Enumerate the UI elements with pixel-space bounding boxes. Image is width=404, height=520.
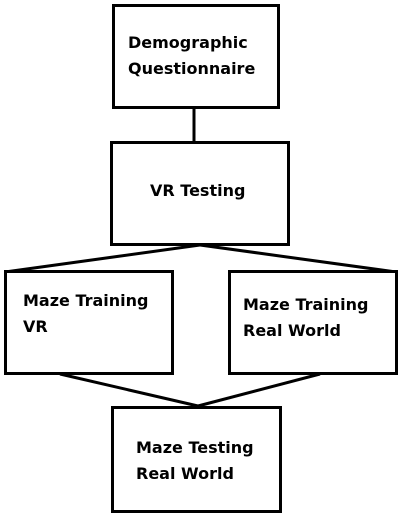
node-maze-training-real-world: Maze Training Real World — [228, 270, 398, 375]
node-maze-testing-real-world: Maze Testing Real World — [111, 406, 282, 513]
node-label: VR Testing — [150, 178, 245, 204]
label-line: VR — [23, 317, 48, 336]
node-vr-testing: VR Testing — [110, 141, 290, 246]
node-label: Maze Testing Real World — [136, 435, 254, 487]
label-line: Maze Training — [23, 291, 149, 310]
label-line: Real World — [136, 464, 234, 483]
node-label: Maze Training Real World — [243, 292, 369, 344]
edge-vr-testing-to-maze-training-vr — [4, 243, 201, 274]
label-line: Real World — [243, 321, 341, 340]
label-line: VR Testing — [150, 181, 246, 200]
label-line: Maze Testing — [136, 438, 254, 457]
label-line: Demographic — [128, 33, 248, 52]
label-line: Maze Training — [243, 295, 369, 314]
edge-maze-training-vr-to-maze-testing-real — [59, 372, 199, 408]
label-line: Questionnaire — [128, 59, 256, 78]
node-demographic-questionnaire: Demographic Questionnaire — [112, 4, 280, 109]
node-maze-training-vr: Maze Training VR — [4, 270, 174, 375]
edge-maze-training-real-to-maze-testing-real — [197, 372, 321, 408]
node-label: Maze Training VR — [23, 288, 149, 340]
edge-vr-testing-to-maze-training-real — [199, 243, 397, 274]
node-label: Demographic Questionnaire — [128, 30, 255, 82]
